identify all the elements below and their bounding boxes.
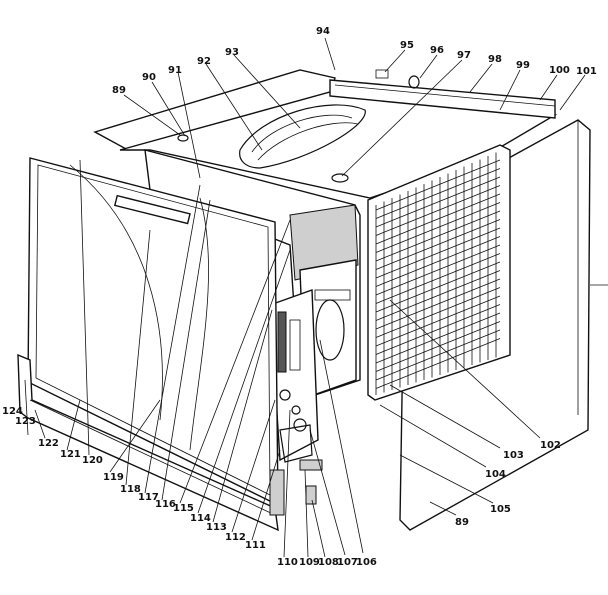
label-118: 118 <box>120 484 141 495</box>
insulation-hatch-line <box>375 287 501 338</box>
label-93: 93 <box>225 47 239 58</box>
insulation-pad <box>367 144 511 401</box>
label-122: 122 <box>38 438 59 449</box>
insulation-hatch-line <box>375 168 501 219</box>
label-109: 109 <box>299 557 320 568</box>
door-bottom-trim <box>17 353 285 532</box>
insulation-hatch-line <box>375 210 501 262</box>
label-94: 94 <box>316 26 330 37</box>
insulation-hatch-line <box>375 321 501 372</box>
insulation-hatch-line <box>375 261 501 313</box>
label-123: 123 <box>15 416 36 427</box>
label-114: 114 <box>190 513 211 524</box>
label-120: 120 <box>82 455 103 466</box>
insulation-hatch-line <box>375 227 501 279</box>
label-104: 104 <box>485 469 506 480</box>
label-121: 121 <box>60 449 81 460</box>
label-101: 101 <box>576 66 597 77</box>
label-108: 108 <box>318 557 339 568</box>
insulation-hatch-line <box>375 338 501 389</box>
label-99: 99 <box>516 60 530 71</box>
insulation-hatch-line <box>375 176 501 228</box>
label-100: 100 <box>549 65 570 76</box>
label-89-top: 89 <box>112 85 126 96</box>
label-91: 91 <box>168 65 182 76</box>
insulation-hatch-line <box>375 202 501 253</box>
insulation-hatch-line <box>375 253 501 304</box>
label-117: 117 <box>138 492 159 503</box>
insulation-hatch-line <box>375 304 501 355</box>
insulation-hatch-line <box>375 270 501 321</box>
label-96: 96 <box>430 45 444 56</box>
label-95: 95 <box>400 40 414 51</box>
label-103: 103 <box>503 450 524 461</box>
label-92: 92 <box>197 56 211 67</box>
label-97: 97 <box>457 50 471 61</box>
label-113: 113 <box>206 522 227 533</box>
insulation-hatch-line <box>375 185 501 236</box>
label-112: 112 <box>225 532 246 543</box>
label-110: 110 <box>277 557 298 568</box>
label-106: 106 <box>356 557 377 568</box>
label-90: 90 <box>142 72 156 83</box>
label-105: 105 <box>490 504 511 515</box>
insulation-hatch-line <box>375 295 501 347</box>
label-116: 116 <box>155 499 176 510</box>
label-119: 119 <box>103 472 124 483</box>
insulation-hatch-line <box>375 278 501 330</box>
insulation-hatch-line <box>375 236 501 287</box>
label-107: 107 <box>337 557 358 568</box>
label-102: 102 <box>540 440 561 451</box>
leader-lines <box>24 37 608 558</box>
label-115: 115 <box>173 503 194 514</box>
label-89-bottom: 89 <box>455 517 469 528</box>
insulation-hatch-line <box>375 244 501 296</box>
part-number-labels: 89 90 91 92 93 94 95 96 97 98 99 100 101… <box>2 26 597 568</box>
insulation-hatch-line <box>375 159 501 211</box>
insulation-hatch-line <box>375 219 501 270</box>
label-111: 111 <box>245 540 266 551</box>
insulation-hatch-line <box>375 329 501 381</box>
insulation-hatch-line <box>375 312 501 364</box>
label-124: 124 <box>2 406 23 417</box>
insulation-hatch-line <box>375 193 501 245</box>
label-98: 98 <box>488 54 502 65</box>
